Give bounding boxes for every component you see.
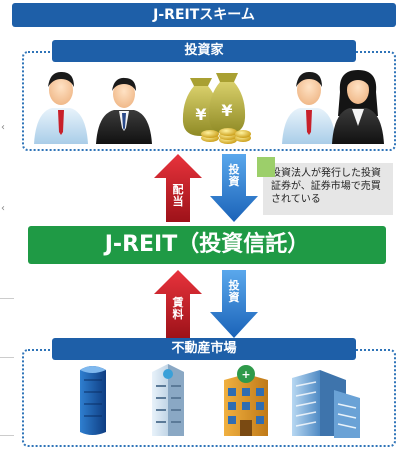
svg-text:¥: ¥ — [221, 101, 232, 120]
edge-line — [0, 298, 14, 299]
investor-illustrations: ¥ ¥ — [34, 70, 384, 144]
svg-text:¥: ¥ — [195, 105, 206, 124]
money-bag-icon: ¥ — [208, 73, 246, 134]
market-label: 不動産市場 — [52, 338, 356, 360]
investor-person-icon — [282, 71, 336, 144]
dividend-arrow — [154, 154, 202, 222]
note-tab — [257, 157, 275, 177]
upper-arrows — [154, 154, 258, 222]
svg-text:+: + — [241, 368, 250, 381]
dividend-label: 配当 — [172, 183, 184, 208]
investor-label: 投資家 — [52, 40, 356, 62]
invest-label-top: 投資 — [228, 163, 240, 188]
edge-line — [0, 357, 14, 358]
edge-mark: ‹ — [1, 122, 5, 133]
rent-arrow — [154, 270, 202, 338]
edge-mark: ‹ — [1, 203, 5, 214]
lower-arrows — [154, 270, 258, 338]
investor-person-icon — [96, 77, 152, 144]
scheme-title: J-REITスキーム — [12, 3, 396, 27]
invest-arrow-down — [210, 270, 258, 338]
hospital-building-icon: + — [224, 365, 268, 436]
investor-person-icon — [34, 71, 88, 144]
jreit-bar: J-REIT（投資信託） — [28, 226, 386, 264]
securities-note: 投資法人が発行した投資証券が、証券市場で売買されている — [263, 163, 393, 215]
coin-stack-icon — [201, 128, 251, 144]
invest-arrow-down — [210, 154, 258, 222]
rent-label: 賃料 — [172, 296, 184, 321]
apartment-complex-icon — [292, 370, 360, 438]
invest-label-bottom: 投資 — [228, 279, 240, 304]
edge-line — [0, 435, 14, 436]
building-illustrations: + — [80, 364, 360, 438]
office-tower-icon — [80, 366, 106, 435]
investor-person-icon — [332, 70, 384, 144]
office-building-icon — [152, 364, 184, 436]
